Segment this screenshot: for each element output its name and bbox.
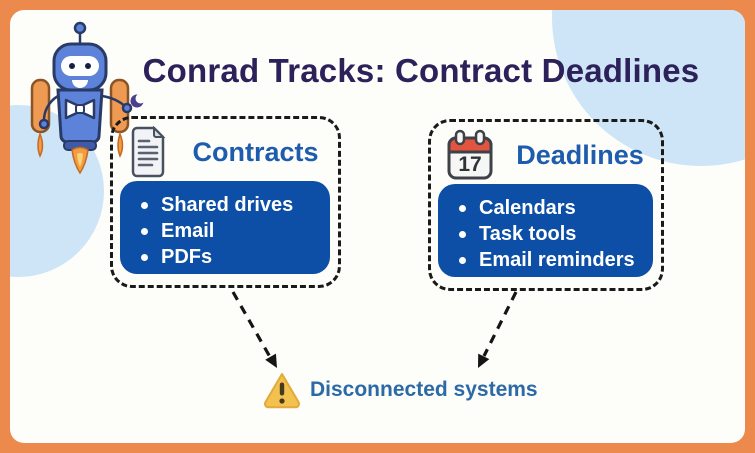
deadlines-box: 17 Deadlines Calendars Task tools Email … <box>428 119 664 291</box>
calendar-day-number: 17 <box>458 153 481 176</box>
contracts-panel: Shared drives Email PDFs <box>120 181 330 274</box>
footer-note: Disconnected systems <box>262 371 538 409</box>
list-item-label: PDFs <box>161 245 213 268</box>
contracts-box: Contracts Shared drives Email PDFs <box>110 116 341 288</box>
list-item-label: Email reminders <box>479 248 635 271</box>
arrow-left-line <box>231 291 272 358</box>
bullet-dot <box>459 256 466 264</box>
list-item-label: Shared drives <box>161 193 294 216</box>
footer-label: Disconnected systems <box>310 378 538 401</box>
list-item: Email <box>135 218 330 244</box>
calendar-icon: 17 <box>447 129 493 179</box>
warning-icon <box>264 373 300 409</box>
list-item-label: Email <box>161 219 215 242</box>
arrow-right-line <box>482 291 518 357</box>
deadlines-box-header: 17 Deadlines <box>431 122 661 181</box>
card: Conrad Tracks: Contract Deadlines Contra… <box>10 10 745 443</box>
deadlines-list: Calendars Task tools Email reminders <box>453 195 653 273</box>
list-item-label: Task tools <box>479 222 577 245</box>
bullet-dot <box>459 230 466 238</box>
contracts-box-header: Contracts <box>113 119 338 178</box>
list-item: PDFs <box>135 244 330 270</box>
bullet-dot <box>459 204 466 212</box>
bullet-dot <box>141 253 148 261</box>
contracts-box-title: Contracts <box>192 136 319 167</box>
list-item-label: Calendars <box>479 196 576 219</box>
page-title: Conrad Tracks: Contract Deadlines <box>142 52 700 89</box>
deadlines-panel: Calendars Task tools Email reminders <box>438 184 653 277</box>
bullet-dot <box>141 227 148 235</box>
robot-mascot-icon <box>30 21 146 174</box>
arrow-right-head <box>478 353 490 368</box>
bullet-dot <box>141 201 148 209</box>
list-item: Shared drives <box>135 192 330 218</box>
contracts-list: Shared drives Email PDFs <box>135 192 330 270</box>
document-icon <box>131 126 166 178</box>
list-item: Email reminders <box>453 247 653 273</box>
deadlines-box-title: Deadlines <box>516 139 644 170</box>
arrow-left-head <box>265 353 277 368</box>
list-item: Calendars <box>453 195 653 221</box>
list-item: Task tools <box>453 221 653 247</box>
